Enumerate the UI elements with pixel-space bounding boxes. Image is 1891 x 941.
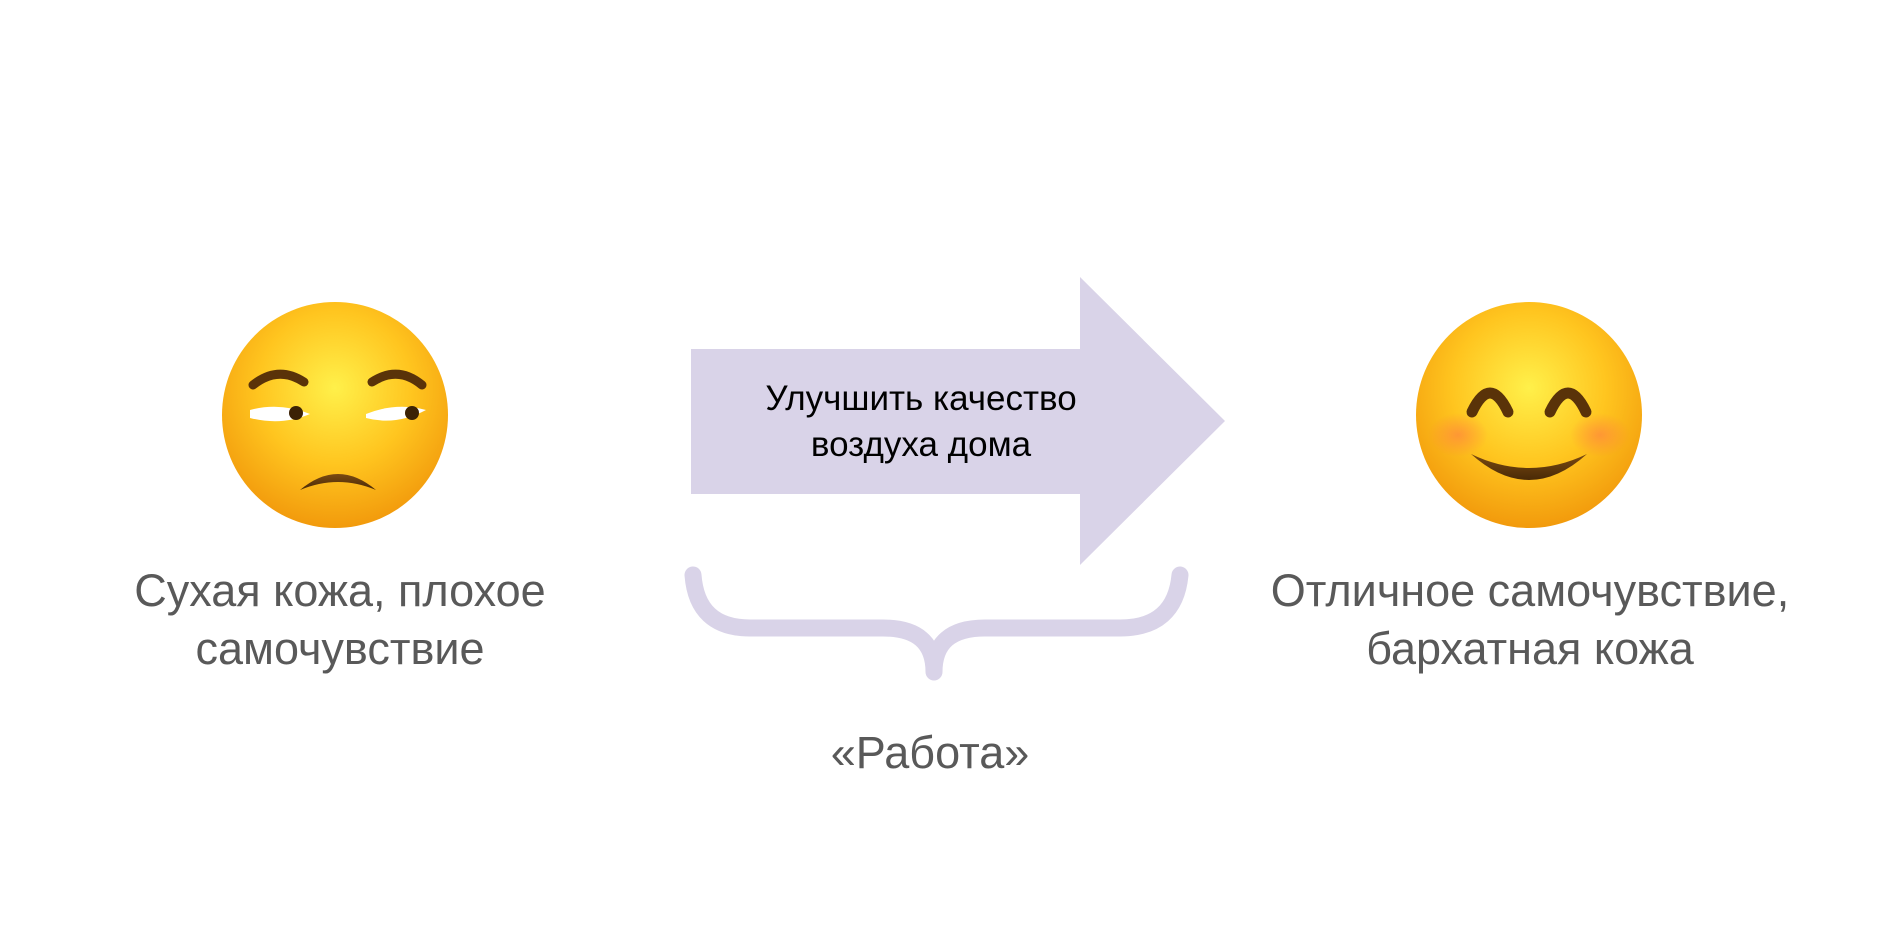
right-state-caption: Отличное самочувствие, бархатная кожа	[1270, 565, 1790, 674]
arrow-label: Улучшить качество воздуха дома	[765, 379, 1077, 464]
left-state-caption: Сухая кожа, плохое самочувствие	[134, 565, 546, 674]
unamused-face-icon	[222, 302, 448, 528]
smiling-face-with-smiling-eyes-icon	[1416, 302, 1642, 528]
brace-label: «Работа»	[830, 727, 1030, 778]
process-arrow-shape	[691, 277, 1225, 565]
curly-brace-shape	[684, 566, 1189, 681]
